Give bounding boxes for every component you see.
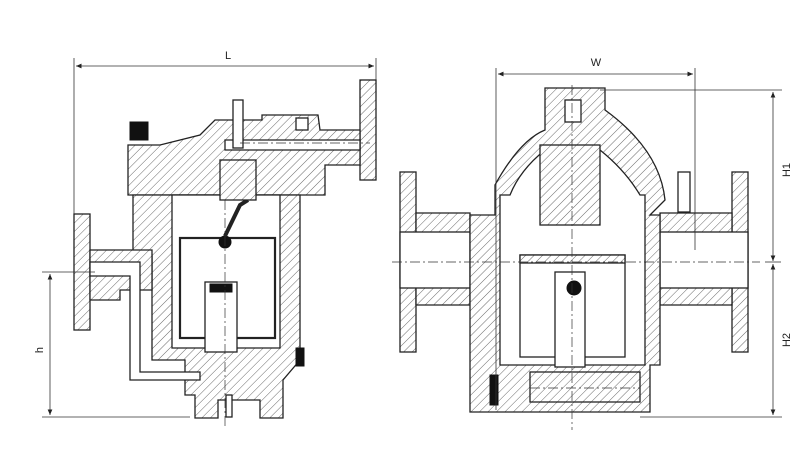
outlet-bore bbox=[224, 139, 361, 151]
siphon-cap bbox=[209, 283, 233, 293]
cover-bolt-left bbox=[129, 121, 149, 141]
siphon-tube bbox=[204, 281, 238, 353]
dimension-h: h bbox=[34, 271, 190, 418]
drain-pin bbox=[225, 394, 233, 418]
dimension-label-L: L bbox=[225, 50, 231, 62]
float-top bbox=[519, 254, 626, 264]
top-plug bbox=[564, 99, 582, 123]
lever-arm bbox=[223, 198, 250, 237]
dimension-label-H2: H2 bbox=[781, 333, 793, 347]
left-bore bbox=[399, 231, 471, 289]
dimension-label-h: h bbox=[34, 347, 46, 353]
valve-seat-assembly bbox=[219, 159, 257, 201]
bottom-plug bbox=[489, 374, 499, 406]
right-bore bbox=[659, 231, 749, 289]
dimension-H1-H2: H1 H2 bbox=[600, 89, 793, 418]
float-ball bbox=[566, 280, 582, 296]
dimension-label-H1: H1 bbox=[781, 163, 793, 177]
dimension-W: W bbox=[495, 57, 696, 410]
dimension-L: L bbox=[73, 50, 377, 214]
drain-plug bbox=[295, 347, 305, 367]
side-bolt bbox=[677, 171, 691, 213]
valve-seat-assembly bbox=[539, 144, 601, 226]
outlet-flange bbox=[359, 79, 377, 181]
top-cover bbox=[127, 114, 361, 196]
inlet-channel bbox=[89, 261, 201, 381]
left-side-section-view bbox=[73, 79, 377, 428]
right-front-section-view bbox=[392, 85, 760, 430]
bottom-strainer bbox=[529, 371, 641, 403]
cover-bolt-right bbox=[295, 117, 309, 131]
dimension-label-W: W bbox=[591, 57, 602, 69]
vent-screw bbox=[232, 99, 244, 149]
